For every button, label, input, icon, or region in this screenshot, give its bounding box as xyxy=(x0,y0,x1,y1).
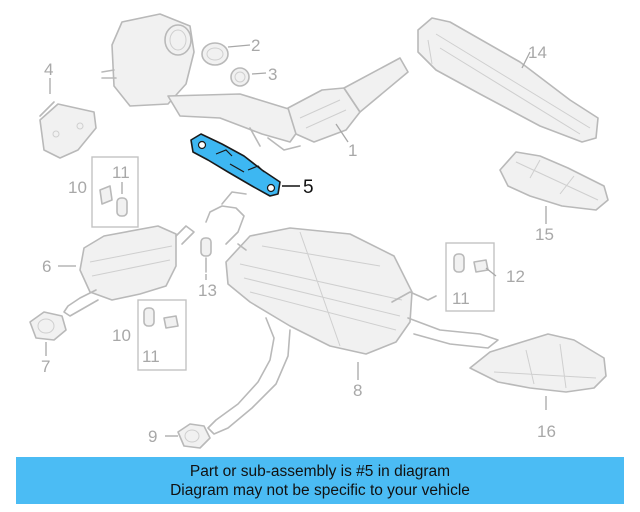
heat-shield-14 xyxy=(417,17,599,143)
heat-shield-16 xyxy=(469,333,607,393)
callout-11-lower: 11 xyxy=(142,347,160,366)
caption-line-1: Part or sub-assembly is #5 in diagram xyxy=(189,462,451,480)
gasket-2 xyxy=(201,42,229,66)
callout-5: 5 xyxy=(303,177,314,198)
callout-15: 15 xyxy=(535,225,554,244)
hanger-box-upper xyxy=(91,156,139,228)
callout-1: 1 xyxy=(348,141,357,160)
gasket-3 xyxy=(230,67,250,87)
front-muffler-6 xyxy=(63,225,195,317)
callout-3: 3 xyxy=(268,65,277,84)
part-5-support-bracket xyxy=(190,133,281,197)
catalytic-converter xyxy=(101,13,409,151)
callout-10-lower: 10 xyxy=(112,326,131,345)
callout-13: 13 xyxy=(198,281,217,300)
callout-4: 4 xyxy=(44,60,53,79)
callout-9: 9 xyxy=(148,427,157,446)
caption-line-2: Diagram may not be specific to your vehi… xyxy=(170,481,470,499)
callout-labels: 1 2 3 4 5 6 7 8 9 10 10 11 11 11 12 13 1… xyxy=(41,36,556,446)
callout-14: 14 xyxy=(528,43,547,62)
callout-12: 12 xyxy=(506,267,525,286)
hanger-box-lower xyxy=(137,299,187,371)
heat-shield-15 xyxy=(499,151,609,211)
clamp-9 xyxy=(177,423,211,449)
hanger-13 xyxy=(200,237,212,273)
callout-10-upper: 10 xyxy=(68,178,87,197)
callout-7: 7 xyxy=(41,357,50,376)
rear-muffler-8 xyxy=(205,191,499,435)
callout-16: 16 xyxy=(537,422,556,441)
hanger-box-right xyxy=(445,242,495,312)
clamp-7 xyxy=(29,311,67,341)
bracket-4 xyxy=(39,101,97,159)
callout-6: 6 xyxy=(42,257,51,276)
callout-11-right: 11 xyxy=(452,289,470,308)
caption-banner: Part or sub-assembly is #5 in diagram Di… xyxy=(16,457,624,504)
exhaust-parts-diagram: 1 2 3 4 5 6 7 8 9 10 10 11 11 11 12 13 1… xyxy=(29,13,609,449)
callout-11-upper: 11 xyxy=(112,163,130,182)
callout-8: 8 xyxy=(353,381,362,400)
callout-2: 2 xyxy=(251,36,260,55)
leader-lines xyxy=(45,44,547,437)
